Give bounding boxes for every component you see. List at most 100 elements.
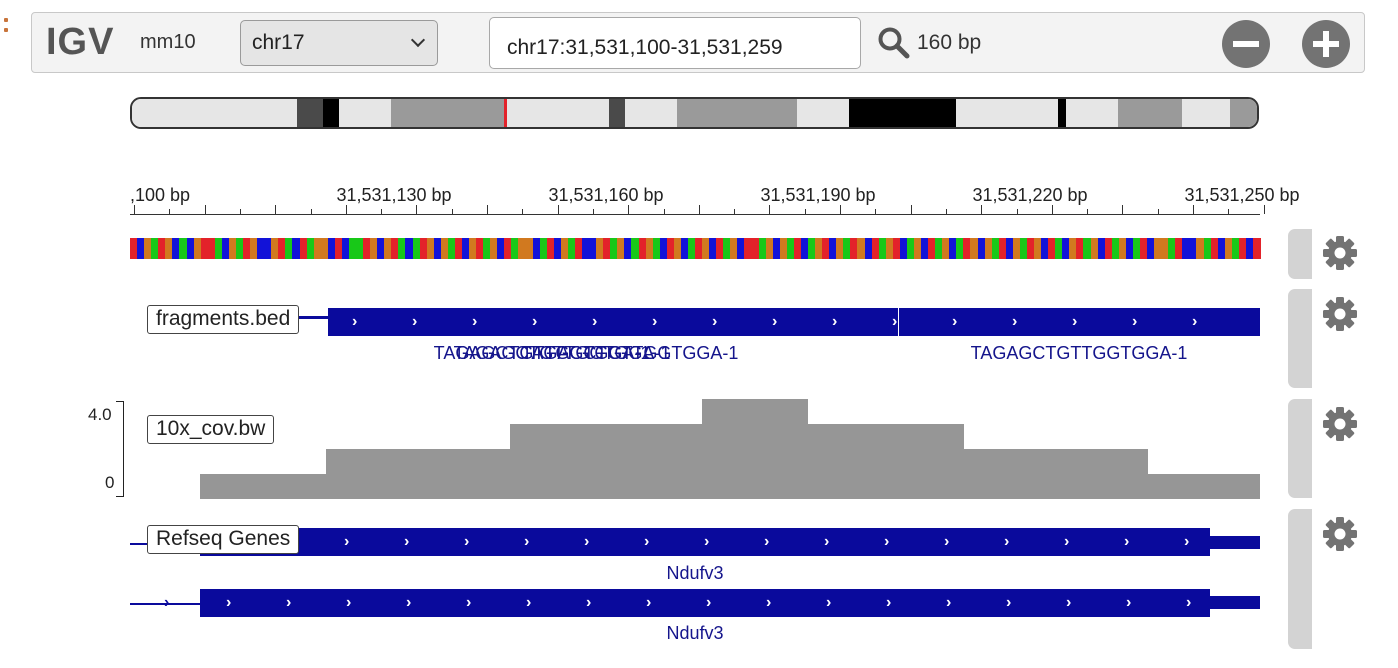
sequence-base <box>221 238 230 259</box>
sequence-base <box>772 238 781 259</box>
sequence-track[interactable] <box>130 238 1261 259</box>
sequence-base <box>334 238 343 259</box>
strand-chevron-icon: › <box>1184 533 1190 550</box>
panel-drag-handle[interactable] <box>4 18 10 38</box>
gear-icon[interactable] <box>1320 404 1360 444</box>
feature-label: TAGAGCTGTTGGTGGA-1 <box>433 343 651 363</box>
data-range-scale: 4.0 0 <box>88 399 130 499</box>
fragments-track[interactable]: TAGAGCTGTTGGTGGA-1 TAGAGCTGTTGGTGGA-1 TA… <box>130 295 1260 375</box>
strand-chevron-icon: › <box>464 533 470 550</box>
gene-feature[interactable] <box>200 589 1210 617</box>
igv-logo: IGV <box>46 21 115 63</box>
sequence-base <box>1231 238 1240 259</box>
sequence-base <box>687 238 696 259</box>
sequence-base <box>151 238 159 259</box>
track-drag-handle-sequence[interactable] <box>1288 229 1312 279</box>
ideogram-band <box>677 99 797 127</box>
ruler-tick <box>451 209 453 214</box>
chromosome-ideogram[interactable] <box>130 97 1259 129</box>
sequence-base <box>405 238 414 259</box>
gear-icon[interactable] <box>1320 514 1360 554</box>
sequence-base <box>928 238 936 259</box>
ideogram-band <box>323 99 339 127</box>
gene-feature[interactable] <box>200 528 1210 556</box>
track-drag-handle-coverage[interactable] <box>1288 399 1312 498</box>
strand-chevron-icon: › <box>226 594 232 611</box>
sequence-base <box>808 238 816 259</box>
zoom-out-icon[interactable] <box>1222 20 1270 68</box>
sequence-base <box>207 238 216 259</box>
track-drag-handle-fragments[interactable] <box>1288 289 1312 388</box>
search-icon[interactable] <box>877 26 911 60</box>
ruler-tick <box>487 205 488 214</box>
sequence-base <box>652 238 661 259</box>
scale-tick <box>116 401 124 402</box>
fragment-feature[interactable] <box>899 308 1260 336</box>
locus-search-input[interactable] <box>489 17 861 69</box>
sequence-base <box>1005 238 1014 259</box>
gear-icon[interactable] <box>1320 294 1360 334</box>
ruler-tick-label: 31,531,190 bp <box>760 185 876 205</box>
strand-chevron-icon: › <box>1124 533 1130 550</box>
ruler-tick <box>557 205 559 214</box>
sequence-base <box>822 238 830 259</box>
chromosome-select[interactable]: chr17 <box>240 20 438 66</box>
refseq-genes-track[interactable]: Ndufv3 › Ndufv3 ››››››››››››››››››››››››… <box>130 515 1260 645</box>
genome-label[interactable]: mm10 <box>140 31 196 53</box>
sequence-base <box>744 238 753 259</box>
sequence-base <box>991 238 1000 259</box>
strand-chevron-icon: › <box>1064 533 1070 550</box>
ideogram-band <box>1066 99 1118 127</box>
ideogram-band <box>849 99 956 127</box>
sequence-base <box>469 238 477 259</box>
strand-chevron-icon: › <box>884 533 890 550</box>
sequence-base <box>970 238 979 259</box>
sequence-base <box>829 238 837 259</box>
track-drag-handle-refseq[interactable] <box>1288 509 1312 649</box>
coverage-track[interactable] <box>130 399 1260 499</box>
sequence-base <box>737 238 746 259</box>
sequence-base <box>186 238 195 259</box>
sequence-base <box>673 238 682 259</box>
zoom-in-icon[interactable] <box>1302 20 1350 68</box>
feature-label: TAGAGCTGTTGGTGGA-1 <box>521 343 739 363</box>
sequence-base <box>589 238 597 259</box>
ideogram-band <box>297 99 323 127</box>
sequence-base <box>228 238 237 259</box>
sequence-base <box>645 238 654 259</box>
strand-chevron-icon: › <box>346 594 352 611</box>
track-name-fragments: fragments.bed <box>147 305 300 334</box>
strand-chevron-icon: › <box>946 594 952 611</box>
ideogram-band <box>391 99 507 127</box>
sequence-base <box>751 238 760 259</box>
gene-intron-line <box>130 603 200 605</box>
sequence-base <box>483 238 491 259</box>
sequence-base <box>461 238 470 259</box>
sequence-base <box>257 238 265 259</box>
sequence-base <box>348 238 357 259</box>
strand-chevron-icon: › <box>1004 533 1010 550</box>
strand-chevron-icon: › <box>472 313 478 330</box>
fragment-feature[interactable] <box>328 308 898 336</box>
ruler-baseline <box>130 214 1260 215</box>
sequence-base <box>680 238 689 259</box>
strand-chevron-icon: › <box>1066 594 1072 611</box>
sequence-base <box>871 238 880 259</box>
sequence-base <box>800 238 809 259</box>
sequence-base <box>998 238 1007 259</box>
ideogram-band <box>797 99 849 127</box>
ruler-tick <box>239 209 241 214</box>
sequence-base <box>1097 238 1106 259</box>
strand-chevron-icon: › <box>944 533 950 550</box>
sequence-base <box>1076 238 1085 259</box>
strand-chevron-icon: › <box>404 533 410 550</box>
strand-chevron-icon: › <box>832 313 838 330</box>
sequence-base <box>1090 238 1099 259</box>
sequence-base <box>546 238 555 259</box>
track-name-coverage: 10x_cov.bw <box>147 415 275 444</box>
sequence-base <box>1196 238 1205 259</box>
sequence-base <box>631 238 640 259</box>
gear-icon[interactable] <box>1320 233 1360 273</box>
sequence-base <box>610 238 618 259</box>
